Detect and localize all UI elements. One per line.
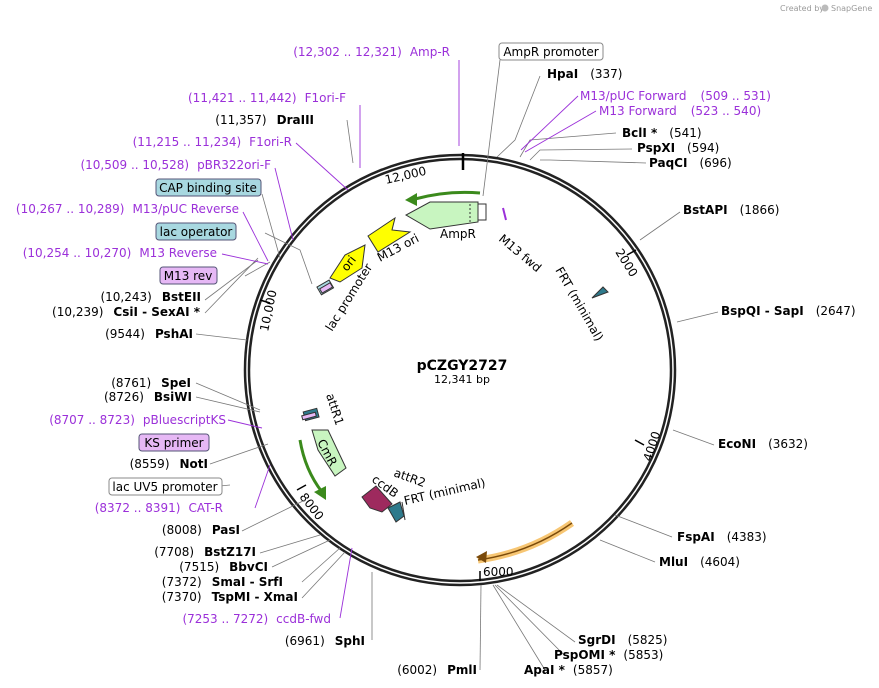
enzyme-bsteii: (10,243)BstEII bbox=[100, 290, 201, 304]
boxed-labels: AmpR promoter CAP binding site lac opera… bbox=[108, 42, 604, 496]
m13-rev-label: M13 rev bbox=[164, 269, 213, 283]
cap-binding-site-label: CAP binding site bbox=[159, 181, 257, 195]
tick-8000 bbox=[296, 484, 307, 491]
primer-m13-forward: M13 Forward(523 .. 540) bbox=[599, 104, 761, 118]
enzyme-smai-srfi: (7372)SmaI - SrfI bbox=[162, 575, 283, 589]
ks-primer-box bbox=[138, 433, 210, 452]
ccdb-attr2-features: ccdB attR2 FRT (minimal) bbox=[361, 466, 487, 523]
orange-arc-feature bbox=[476, 520, 575, 564]
credit-brand: SnapGene bbox=[831, 4, 872, 13]
enzyme-bstapi: BstAPI(1866) bbox=[683, 203, 779, 217]
ampr-label: AmpR bbox=[440, 227, 476, 241]
lac-uv5-promoter-box bbox=[108, 477, 223, 496]
primer-pbluescriptks: (8707 .. 8723)pBluescriptKS bbox=[49, 413, 226, 427]
lac-uv5-promoter-label: lac UV5 promoter bbox=[112, 480, 217, 494]
enzyme-paqci: PaqCI(696) bbox=[649, 156, 732, 170]
enzyme-fspai: FspAI(4383) bbox=[677, 530, 767, 544]
tick-4000 bbox=[634, 439, 645, 446]
tick-2000 bbox=[626, 249, 637, 256]
ks-primer-label: KS primer bbox=[144, 436, 203, 450]
primer-m13-puc-forward: M13/pUC Forward(509 .. 531) bbox=[580, 89, 771, 103]
primer-f1ori-r: (11,215 .. 11,234)F1ori-R bbox=[133, 135, 292, 149]
primer-m13-puc-reverse: (10,267 .. 10,289)M13/pUC Reverse bbox=[16, 202, 239, 216]
m13-fwd-feature: M13 fwd bbox=[496, 207, 544, 275]
lac-region-markers bbox=[316, 279, 335, 296]
enzyme-bsiwi: (8726)BsiWI bbox=[104, 390, 192, 404]
enzyme-draiii: (11,357)DraIII bbox=[215, 113, 314, 127]
ampr-feature: AmpR bbox=[404, 201, 487, 241]
enzyme-labels: HpaI(337) BclI *(541) PspXI(594) PaqCI(6… bbox=[52, 67, 856, 677]
enzyme-sphi: (6961)SphI bbox=[285, 634, 365, 648]
backbone-outer bbox=[243, 153, 677, 587]
connector-lines bbox=[195, 59, 719, 671]
enzyme-econi: EcoNI(3632) bbox=[718, 437, 808, 451]
enzyme-bstz17i: (7708)BstZ17I bbox=[154, 545, 256, 559]
ori-feature: ori bbox=[329, 244, 366, 283]
enzyme-csii-sexai: (10,239)CsiI - SexAI * bbox=[52, 305, 201, 319]
backbone bbox=[243, 153, 677, 587]
enzyme-hpai: HpaI(337) bbox=[547, 67, 622, 81]
primer-labels: (12,302 .. 12,321)Amp-R (11,421 .. 11,44… bbox=[16, 45, 771, 626]
primer-m13-reverse: (10,254 .. 10,270)M13 Reverse bbox=[23, 246, 217, 260]
lac-operator-box bbox=[155, 222, 237, 241]
attr1-cmr-features: attR1 CmR bbox=[298, 392, 347, 500]
primer-f1ori-f: (11,421 .. 11,442)F1ori-F bbox=[188, 91, 346, 105]
snapgene-logo-icon bbox=[821, 4, 829, 12]
enzyme-pspxi: PspXI(594) bbox=[637, 141, 719, 155]
frt-top-feature: FRT (minimal) bbox=[552, 265, 609, 344]
plasmid-name: pCZGY2727 bbox=[417, 358, 508, 374]
enzyme-mlui: MluI(4604) bbox=[659, 555, 740, 569]
ampr-promoter-label: AmpR promoter bbox=[503, 45, 598, 59]
primer-amp-r: (12,302 .. 12,321)Amp-R bbox=[293, 45, 450, 59]
plasmid-length: 12,341 bp bbox=[434, 373, 490, 386]
primer-pbr322ori-f: (10,509 .. 10,528)pBR322ori-F bbox=[80, 158, 271, 172]
enzyme-pmli: (6002)PmlI bbox=[397, 663, 477, 677]
enzyme-noti: (8559)NotI bbox=[130, 457, 208, 471]
m13-ori-feature: M13 ori bbox=[367, 216, 421, 265]
cap-binding-site-box bbox=[155, 178, 262, 197]
lac-operator-label: lac operator bbox=[160, 225, 233, 239]
enzyme-bbvci: (7515)BbvCI bbox=[179, 560, 268, 574]
enzyme-apai: ApaI *(5857) bbox=[524, 663, 613, 677]
ampr-promoter-box bbox=[498, 42, 604, 61]
tick-10000 bbox=[259, 299, 271, 304]
tick-label-6000: 6000 bbox=[483, 565, 514, 579]
primer-lines bbox=[221, 60, 597, 619]
m13-fwd-label: M13 fwd bbox=[496, 232, 544, 275]
enzyme-tspmi-xmai: (7370)TspMI - XmaI bbox=[162, 590, 298, 604]
credit-prefix: Created by bbox=[780, 4, 824, 13]
primer-cat-r: (8372 .. 8391)CAT-R bbox=[95, 501, 223, 515]
tick-label-2000: 2000 bbox=[612, 246, 640, 279]
m13-rev-box bbox=[159, 266, 218, 285]
enzyme-pasi: (8008)PasI bbox=[162, 523, 240, 537]
enzyme-pshai: (9544)PshAI bbox=[105, 327, 193, 341]
enzyme-pspomi: PspOMI *(5853) bbox=[554, 648, 663, 662]
enzyme-bcli: BclI *(541) bbox=[622, 126, 702, 140]
tick-label-10000: 10,000 bbox=[257, 289, 279, 333]
cmr-label: CmR bbox=[314, 437, 340, 469]
frt-top-label: FRT (minimal) bbox=[552, 265, 606, 344]
ampr-outer-arrow bbox=[405, 190, 481, 206]
primer-ccdb-fwd: (7253 .. 7272)ccdB-fwd bbox=[182, 612, 331, 626]
enzyme-spei: (8761)SpeI bbox=[111, 376, 191, 390]
enzyme-sgrdi: SgrDI(5825) bbox=[578, 633, 667, 647]
backbone-inner bbox=[247, 157, 673, 583]
credit: Created by SnapGene bbox=[780, 4, 872, 13]
attr1-label: attR1 bbox=[323, 392, 346, 427]
enzyme-bspqi-sapi: BspQI - SapI(2647) bbox=[721, 304, 856, 318]
